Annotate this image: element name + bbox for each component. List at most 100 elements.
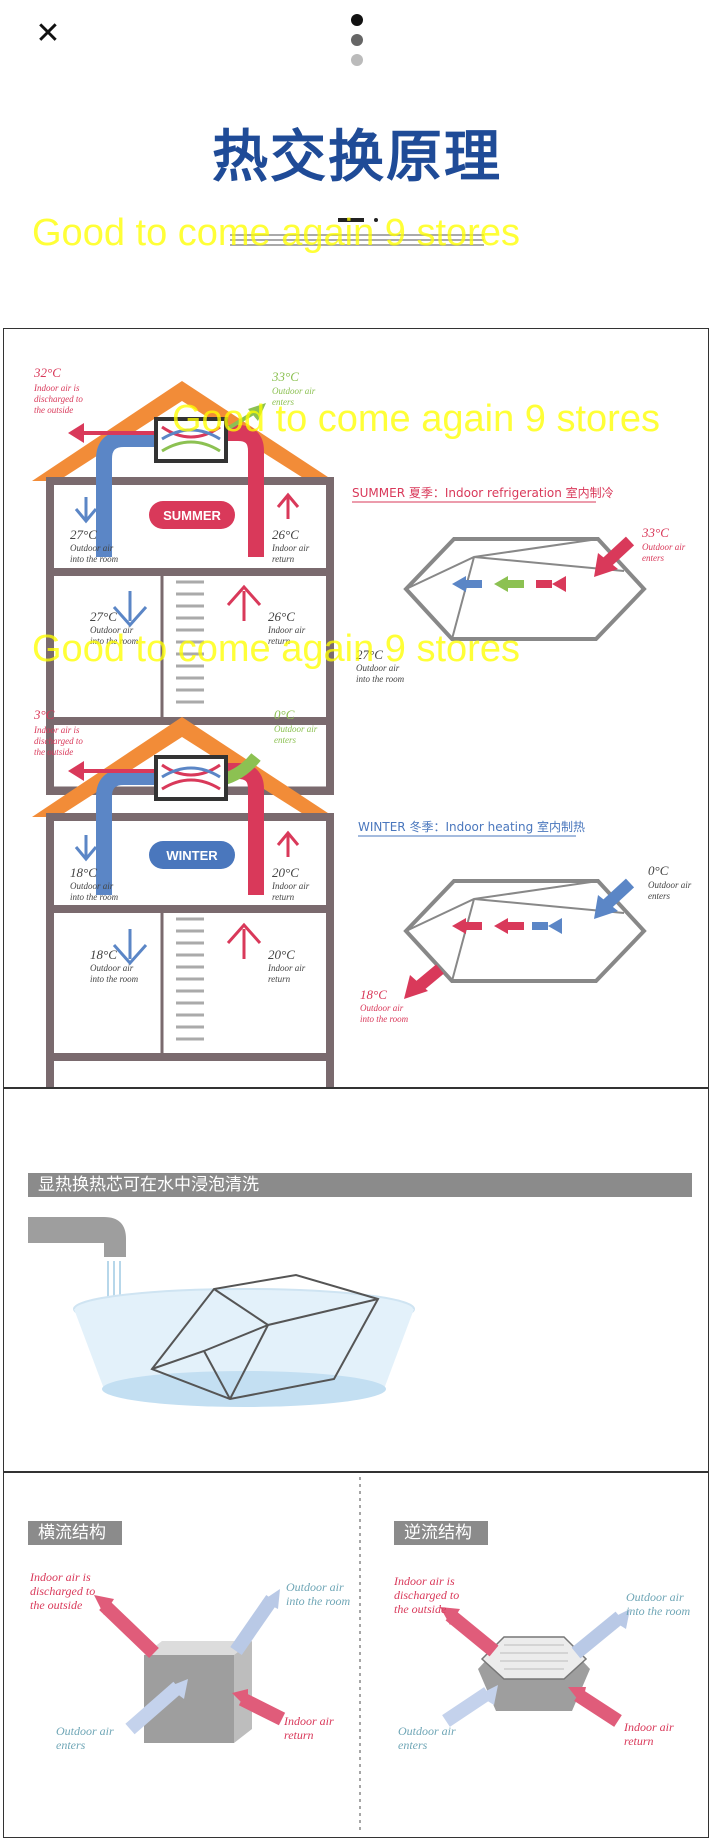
summer-intake-label: Outdoor air (272, 386, 316, 396)
counterflow-core (440, 1607, 630, 1727)
summer-exhaust-temp: 32°C (33, 365, 61, 380)
counterflow-supply-label: into the room (626, 1604, 691, 1618)
season-badge: SUMMER (163, 508, 221, 523)
summer-supply-label: Outdoor air (90, 625, 134, 635)
summer-return-label: Indoor air (267, 625, 306, 635)
wash-title: 显热换热芯可在水中浸泡清洗 (28, 1173, 692, 1197)
flow-structure-panel: 横流结构 逆流结构 Indoor air is discharged to (3, 1472, 709, 1838)
counterflow-exhaust-label: Indoor air is (393, 1574, 455, 1588)
summer-supply-temp: 27°C (90, 609, 117, 624)
summer-return-temp: 26°C (272, 527, 299, 542)
summer-winter-panel: SUMMER 32°C Indoor air is discharged to … (3, 328, 709, 1088)
winter-core-out-temp: 18°C (360, 987, 387, 1002)
winter-banner: WINTER 冬季：Indoor heating 室内制热 (358, 819, 585, 834)
winter-supply-label: Outdoor air (70, 881, 114, 891)
summer-core-out-label: into the room (356, 674, 405, 684)
heat-exchange-diagram: SUMMER 32°C Indoor air is discharged to … (32, 365, 692, 1087)
winter-supply-temp: 18°C (70, 865, 97, 880)
winter-return-label: return (272, 892, 295, 902)
winter-core-out-label: into the room (360, 1014, 409, 1024)
counterflow-intake-label: enters (398, 1738, 428, 1752)
summer-supply-label: Outdoor air (70, 543, 114, 553)
close-icon[interactable]: ✕ (35, 16, 61, 51)
counterflow-exhaust-label: discharged to (394, 1588, 459, 1602)
winter-core-in-label: enters (648, 891, 670, 901)
counterflow-title: 逆流结构 (394, 1521, 488, 1545)
summer-core-in-label: Outdoor air (642, 542, 686, 552)
summer-return-label: return (268, 636, 291, 646)
summer-return-temp: 26°C (268, 609, 295, 624)
winter-return-label: Indoor air (267, 963, 306, 973)
winter-exhaust-label: the outside (34, 747, 73, 757)
summer-return-label: Indoor air (271, 543, 310, 553)
summer-core-out-label: Outdoor air (356, 663, 400, 673)
crossflow-supply-label: Outdoor air (286, 1580, 344, 1594)
counterflow-return-label: Indoor air (623, 1720, 674, 1734)
crossflow-return-label: Indoor air (283, 1714, 334, 1728)
summer-intake-temp: 33°C (271, 369, 299, 384)
winter-return-label: Indoor air (271, 881, 310, 891)
title-divider-dot (374, 218, 378, 222)
winter-core-out-label: Outdoor air (360, 1003, 404, 1013)
winter-core-in-temp: 0°C (648, 863, 669, 878)
counterflow-intake-label: Outdoor air (398, 1724, 456, 1738)
winter-intake-label: Outdoor air (274, 724, 318, 734)
summer-labels: 32°C Indoor air is discharged to the out… (33, 365, 316, 646)
flow-structure-diagram: Indoor air is discharged to the outside … (29, 1477, 691, 1833)
counterflow-return-label: return (624, 1734, 654, 1748)
page-title: 热交换原理 (212, 125, 502, 190)
winter-labels: 3°C Indoor air is discharged to the outs… (33, 707, 318, 984)
winter-intake-label: enters (274, 735, 296, 745)
winter-exhaust-label: Indoor air is (33, 725, 80, 735)
winter-house: WINTER (32, 717, 334, 1087)
summer-core-labels: 33°C Outdoor air enters 27°C Outdoor air… (356, 525, 686, 684)
summer-supply-label: into the room (90, 636, 139, 646)
winter-core-in-label: Outdoor air (648, 880, 692, 890)
summer-intake-label: enters (272, 397, 294, 407)
top-bar: ✕ (0, 0, 714, 80)
summer-exhaust-label: the outside (34, 405, 73, 415)
summer-heat-core (403, 536, 647, 641)
crossflow-return-label: return (284, 1728, 314, 1742)
page-dot[interactable] (351, 54, 363, 66)
winter-return-label: return (268, 974, 291, 984)
counterflow-labels: Indoor air is discharged to the outside … (393, 1574, 691, 1752)
page-dot[interactable] (351, 14, 363, 26)
crossflow-supply-label: into the room (286, 1594, 351, 1608)
crossflow-exhaust-label: Indoor air is (29, 1570, 91, 1584)
crossflow-labels: Indoor air is discharged to the outside … (29, 1570, 351, 1752)
winter-supply-label: into the room (90, 974, 139, 984)
winter-supply-temp: 18°C (90, 947, 117, 962)
winter-return-temp: 20°C (272, 865, 299, 880)
summer-supply-label: into the room (70, 554, 119, 564)
summer-core-in-temp: 33°C (641, 525, 669, 540)
winter-intake-temp: 0°C (274, 707, 295, 722)
summer-exhaust-label: Indoor air is (33, 383, 80, 393)
summer-return-label: return (272, 554, 295, 564)
winter-supply-label: Outdoor air (90, 963, 134, 973)
summer-supply-temp: 27°C (70, 527, 97, 542)
page-dot[interactable] (351, 34, 363, 46)
winter-heat-core (403, 878, 647, 999)
summer-exhaust-label: discharged to (34, 394, 83, 404)
winter-exhaust-label: discharged to (34, 736, 83, 746)
wash-illustration (28, 1217, 415, 1407)
title-divider (338, 218, 364, 222)
counterflow-supply-label: Outdoor air (626, 1590, 684, 1604)
crossflow-title: 横流结构 (28, 1521, 122, 1545)
crossflow-intake-label: Outdoor air (56, 1724, 114, 1738)
summer-banner: SUMMER 夏季：Indoor refrigeration 室内制冷 (352, 485, 614, 500)
winter-core-labels: 0°C Outdoor air enters 18°C Outdoor air … (360, 863, 692, 1024)
crossflow-exhaust-label: discharged to (30, 1584, 95, 1598)
fine-print-lines (230, 234, 484, 249)
summer-core-in-label: enters (642, 553, 664, 563)
winter-return-temp: 20°C (268, 947, 295, 962)
wash-panel: 显热换热芯可在水中浸泡清洗 (3, 1088, 709, 1472)
page-indicator[interactable] (348, 6, 366, 70)
winter-exhaust-temp: 3°C (33, 707, 55, 722)
crossflow-exhaust-label: the outside (30, 1598, 83, 1612)
crossflow-intake-label: enters (56, 1738, 86, 1752)
winter-supply-label: into the room (70, 892, 119, 902)
crossflow-core (94, 1589, 286, 1743)
summer-core-out-temp: 27°C (356, 647, 383, 662)
